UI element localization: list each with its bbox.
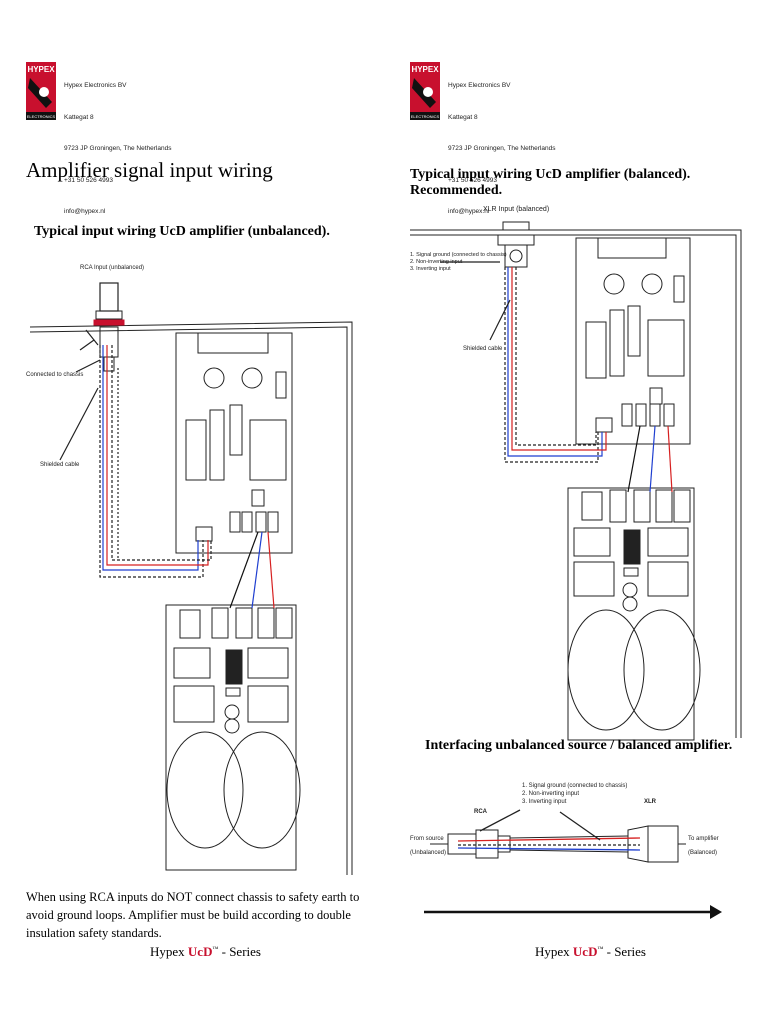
from-source-label: From source (Unbalanced) — [410, 832, 446, 860]
shielded-cable-label-right: Shielded cable — [463, 346, 503, 352]
pin-3: 3. Inverting input — [410, 266, 451, 272]
company-phone: +31 50 526 4993 — [448, 176, 497, 184]
series-brand: Hypex — [150, 944, 188, 959]
series-footer-right: Hypex UcD™ - Series — [535, 944, 646, 960]
rca-label: RCA — [474, 809, 487, 815]
company-email: info@hypex.nl — [64, 208, 106, 215]
unbalanced: (Unbalanced) — [410, 850, 447, 856]
balanced: (Balanced) — [688, 850, 718, 856]
series-footer-left: Hypex UcD™ - Series — [150, 944, 261, 960]
company-street: Kattegat 8 — [448, 113, 478, 121]
series-ucd: UcD — [572, 944, 598, 959]
pin-3: 3. Inverting input — [522, 799, 567, 805]
company-logo-left: HYPEX ELECTRONICS — [26, 62, 56, 125]
company-logo-right: HYPEX ELECTRONICS — [410, 62, 440, 125]
interface-heading: Interfacing unbalanced source / balanced… — [425, 738, 733, 753]
page-title: Amplifier signal input wiring — [26, 158, 273, 182]
logo-sub: ELECTRONICS — [27, 114, 56, 119]
company-city: 9723 JP Groningen, The Netherlands — [64, 145, 172, 152]
company-phone: +31 50 526 4993 — [64, 176, 113, 184]
series-ucd: UcD — [187, 944, 213, 959]
pin-2: 2. Non-inverting input — [522, 791, 580, 797]
shielded-cable-label-left: Shielded cable — [40, 462, 80, 468]
pin-1: 1. Signal ground (connected to chassis) — [522, 783, 628, 789]
chassis-label: Connected to chassis — [26, 372, 84, 378]
company-city: 9723 JP Groningen, The Netherlands — [448, 145, 556, 152]
company-address-right: Hypex Electronics BV Kattegat 8 9723 JP … — [448, 60, 555, 228]
safety-note: When using RCA inputs do NOT connect cha… — [26, 890, 360, 940]
company-name: Hypex Electronics BV — [448, 82, 511, 89]
company-street: Kattegat 8 — [64, 113, 94, 121]
logo-text: HYPEX — [411, 65, 439, 74]
pin-list-bottom: 1. Signal ground (connected to chassis) … — [522, 782, 627, 806]
company-email: info@hypex.nl — [448, 208, 490, 215]
rca-input-label: RCA Input (unbalanced) — [80, 265, 145, 271]
series-suffix: - Series — [603, 944, 646, 959]
series-brand: Hypex — [535, 944, 573, 959]
xlr-input-label: XLR Input (balanced) — [483, 206, 550, 213]
from-source: From source — [410, 836, 444, 842]
logo-sub: ELECTRONICS — [411, 114, 440, 119]
series-tm: ™ — [212, 946, 219, 953]
to-amp-label: To amplifier (Balanced) — [688, 832, 719, 860]
company-name: Hypex Electronics BV — [64, 82, 127, 89]
pin-1: 1. Signal ground (connected to chassis) — [410, 252, 507, 258]
unbalanced-heading: Typical input wiring UcD amplifier (unba… — [34, 224, 330, 239]
pin-2: 2. Non-inverting input — [410, 259, 463, 265]
to-amp: To amplifier — [688, 836, 719, 842]
logo-text: HYPEX — [27, 65, 55, 74]
series-suffix: - Series — [218, 944, 261, 959]
company-address-left: Hypex Electronics BV Kattegat 8 9723 JP … — [64, 60, 171, 228]
xlr-label: XLR — [644, 799, 656, 805]
series-tm: ™ — [597, 946, 604, 953]
pin-list-top: 1. Signal ground (connected to chassis) … — [410, 252, 507, 273]
balanced-heading: Typical input wiring UcD amplifier (bala… — [410, 167, 691, 198]
